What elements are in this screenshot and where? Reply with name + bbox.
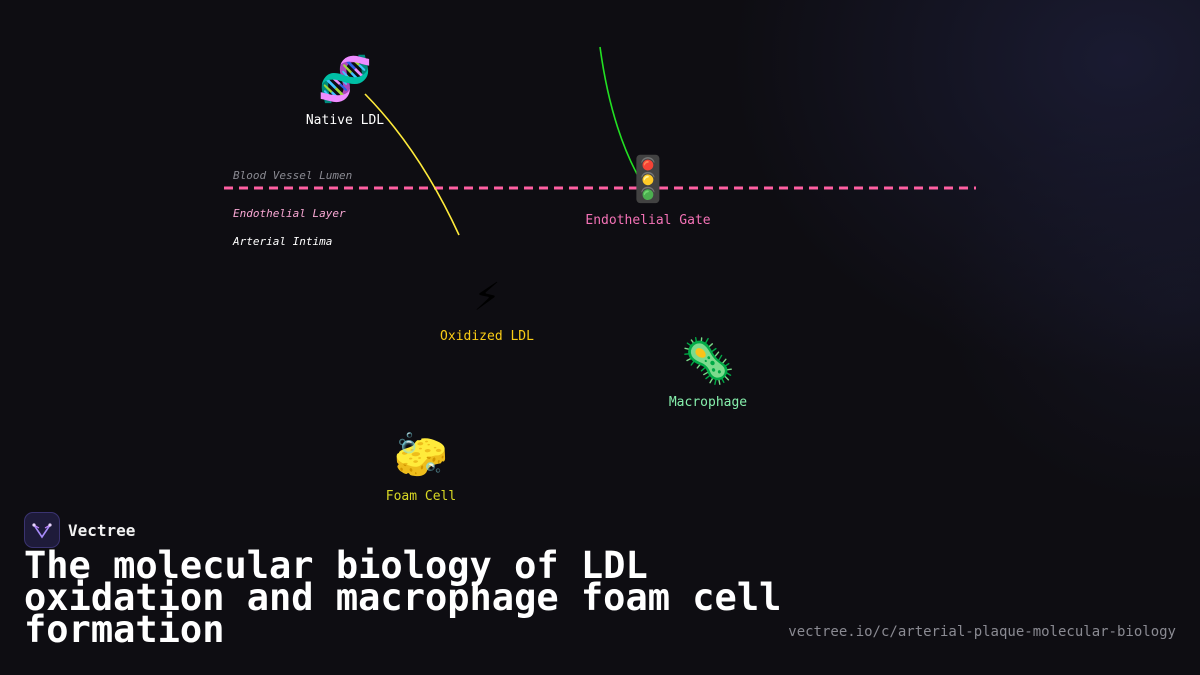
connector-native-to-oxidized [364,93,460,236]
node-label: Native LDL [305,113,385,128]
microbe-icon: 🦠 [680,336,736,387]
vectree-logo-icon [24,512,60,548]
brand-name: Vectree [68,520,136,540]
node-endothelial-gate[interactable]: 🚦 Endothelial Gate [585,154,711,229]
page-title: The molecular biology of LDL oxidation a… [24,544,782,651]
lightning-icon: ⚡ [473,270,501,321]
dna-icon: 🧬 [317,54,373,105]
sponge-icon: 🧽 [393,430,449,481]
zone-label-endothelial: Endothelial Layer [233,207,346,220]
node-native-ldl[interactable]: 🧬 Native LDL [305,54,385,129]
node-oxidized-ldl[interactable]: ⚡ Oxidized LDL [440,270,534,345]
zone-label-intima: Arterial Intima [233,235,333,248]
node-label: Oxidized LDL [440,329,534,344]
node-label: Macrophage [668,395,748,410]
source-url[interactable]: vectree.io/c/arterial-plaque-molecular-b… [788,624,1176,640]
connector-gate-to-top [599,46,646,189]
traffic-light-icon: 🚦 [620,154,676,205]
node-label: Endothelial Gate [585,213,711,228]
node-label: Foam Cell [385,489,457,504]
node-macrophage[interactable]: 🦠 Macrophage [668,336,748,411]
node-foam-cell[interactable]: 🧽 Foam Cell [385,430,457,505]
zone-label-lumen: Blood Vessel Lumen [233,169,353,182]
brand[interactable]: Vectree [24,512,135,548]
